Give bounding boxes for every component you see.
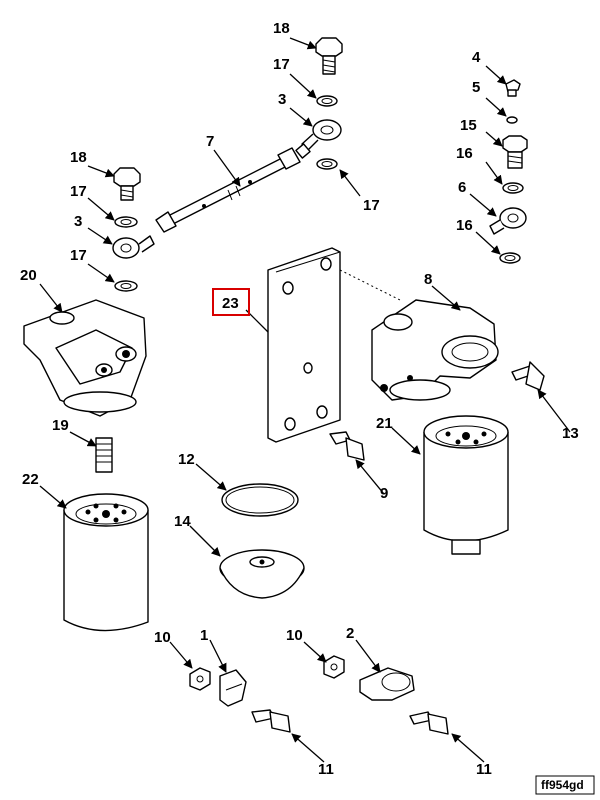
callout-3-left: 3 [74, 213, 82, 230]
figure-reference: ff954gd [535, 775, 595, 795]
fuel-filter-left [63, 493, 149, 632]
callout-9: 9 [380, 485, 388, 502]
sealing-washer-right-1 [502, 182, 524, 194]
callout-17-left-b: 17 [70, 247, 87, 264]
callout-16-a: 16 [456, 145, 473, 162]
p-clamp-left [219, 669, 247, 707]
callout-4: 4 [472, 49, 481, 66]
mounting-bracket-plate [267, 247, 341, 443]
filter-head-right [371, 299, 499, 401]
p-clamp-right [359, 667, 415, 701]
sealing-washer-right-2 [499, 252, 521, 264]
callout-19: 19 [52, 417, 69, 434]
banjo-fitting-left [112, 235, 155, 259]
callout-10-left: 10 [154, 629, 171, 646]
filter-nipple [95, 437, 113, 473]
callout-11-left: 11 [318, 761, 334, 778]
banjo-bolt-top [315, 37, 343, 75]
callout-12: 12 [178, 451, 195, 468]
callout-18-left: 18 [70, 149, 87, 166]
callout-17-right: 17 [363, 197, 380, 214]
callout-8: 8 [424, 271, 432, 288]
hex-bolt-right [409, 711, 449, 735]
leader-lines [39, 37, 571, 763]
sealing-washer-left-2 [114, 280, 138, 292]
banjo-bolt-left [113, 167, 141, 201]
figure-reference-text: ff954gd [541, 778, 584, 792]
callout-14: 14 [174, 513, 191, 530]
callout-20: 20 [20, 267, 37, 284]
callout-5: 5 [472, 79, 480, 96]
sealing-washer-top-1 [316, 95, 338, 107]
hex-nut-right [323, 655, 345, 679]
callout-18-top: 18 [273, 20, 290, 37]
callout-22: 22 [22, 471, 39, 488]
hex-nut-left [189, 667, 211, 691]
banjo-fitting-right [489, 207, 527, 235]
mounting-bolt-right [511, 361, 545, 391]
o-ring [221, 483, 299, 517]
sealing-washer-left-1 [114, 216, 138, 228]
small-screw [505, 79, 521, 97]
callout-15: 15 [460, 117, 477, 134]
callout-23-highlight [212, 288, 250, 316]
callout-13: 13 [562, 425, 579, 442]
callout-11-right: 11 [476, 761, 492, 778]
callout-6: 6 [458, 179, 466, 196]
bracket-bolt [329, 431, 365, 461]
filter-cap [219, 549, 305, 599]
callout-17-top: 17 [273, 56, 290, 73]
filter-head-left [23, 299, 147, 417]
banjo-bolt-right [502, 135, 528, 169]
banjo-fitting-top [295, 119, 342, 159]
small-washer [506, 116, 518, 124]
callout-17-left-a: 17 [70, 183, 87, 200]
callout-16-b: 16 [456, 217, 473, 234]
callout-23: 23 [222, 295, 239, 312]
callout-1: 1 [200, 627, 208, 644]
callout-10-right: 10 [286, 627, 303, 644]
fuel-filter-right [423, 415, 509, 555]
callout-21: 21 [376, 415, 393, 432]
callout-2: 2 [346, 625, 354, 642]
callout-3-top: 3 [278, 91, 286, 108]
fuel-line [155, 147, 301, 233]
callout-7: 7 [206, 133, 214, 150]
hex-bolt-left [251, 709, 291, 733]
sealing-washer-top-2 [316, 158, 338, 170]
